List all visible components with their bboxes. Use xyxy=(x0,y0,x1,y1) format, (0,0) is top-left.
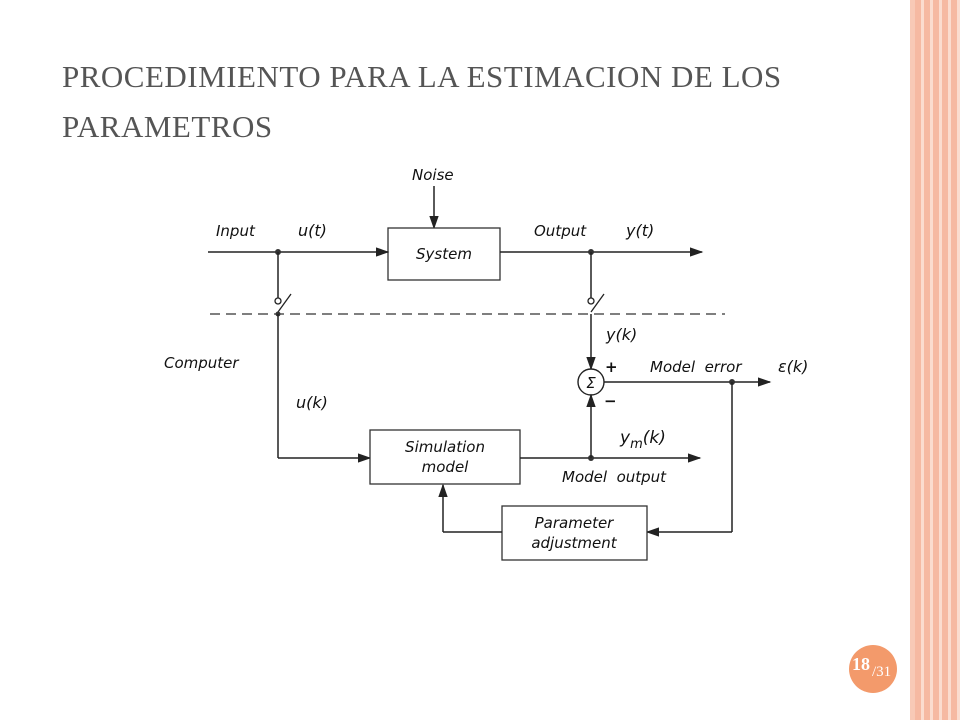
parameter-adjustment-block xyxy=(501,505,648,561)
sampled-input-label: u(k) xyxy=(296,393,328,412)
parameter-estimation-block-diagram: Noise System Input u(t) Output y(t) Comp… xyxy=(164,166,808,561)
page-number-badge xyxy=(849,645,897,693)
system-label: System xyxy=(416,245,472,263)
model-error-label: Model error xyxy=(650,358,742,376)
plus-sign: + xyxy=(605,358,618,376)
model-output-signal-label: ym(k) xyxy=(619,428,666,452)
noise-label: Noise xyxy=(412,166,454,184)
output-sampler-switch xyxy=(590,293,605,313)
model-output-label: Model output xyxy=(562,468,667,486)
minus-sign: − xyxy=(604,392,617,410)
computer-label: Computer xyxy=(164,354,239,372)
output-sampler-contact xyxy=(587,297,595,305)
parameter-adjustment-line2: adjustment xyxy=(531,534,617,552)
simulation-model-line2: model xyxy=(422,458,470,476)
parameter-adjustment-line1: Parameter xyxy=(535,514,615,532)
input-sampler-switch xyxy=(277,293,292,313)
slide-title: PROCEDIMIENTO PARA LA ESTIMACION DE LOS … xyxy=(62,59,782,144)
page-number-total: /31 xyxy=(872,664,892,680)
system-block xyxy=(387,227,501,281)
output-signal-label: y(t) xyxy=(625,221,654,240)
input-label: Input xyxy=(216,222,256,240)
slide-border-inner xyxy=(910,0,915,720)
model-output-signal-main: y xyxy=(619,428,631,448)
output-label: Output xyxy=(534,222,587,240)
sampled-output-label: y(k) xyxy=(605,325,637,344)
sum-symbol: Σ xyxy=(586,374,596,392)
page-number-current: 18 xyxy=(852,654,870,674)
slide-border-stripes xyxy=(915,0,960,720)
model-output-signal-sub: m xyxy=(630,437,643,452)
model-output-signal-arg: (k) xyxy=(643,428,666,448)
error-signal-label: ε(k) xyxy=(778,357,808,376)
input-sampler-contact xyxy=(274,297,282,305)
input-signal-label: u(t) xyxy=(298,221,327,240)
simulation-model-line1: Simulation xyxy=(405,438,485,456)
